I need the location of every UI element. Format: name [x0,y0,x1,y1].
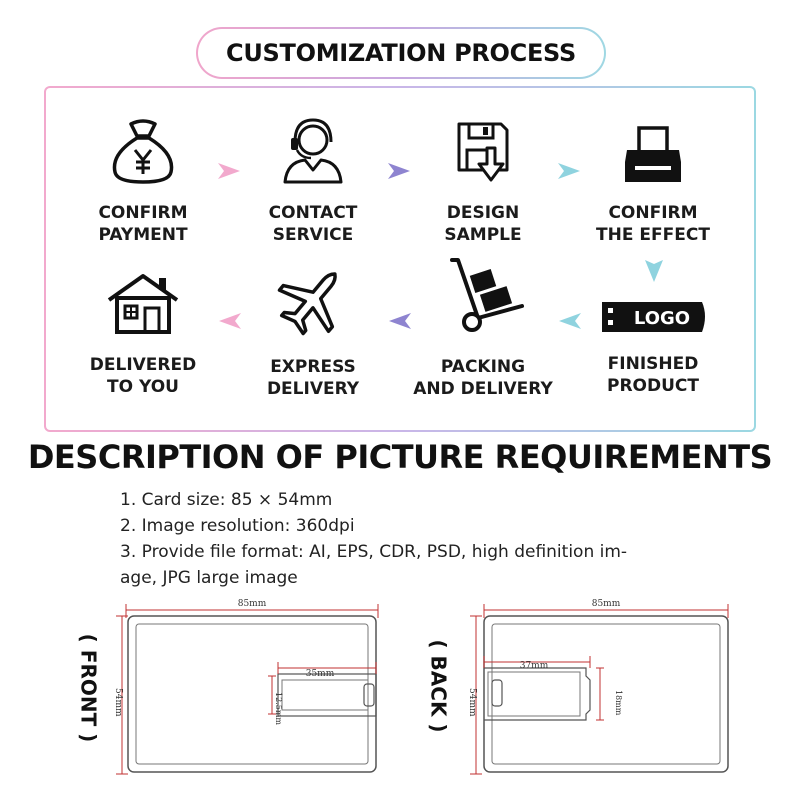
page-title: CUSTOMIZATION PROCESS [226,39,576,67]
arrow-right-icon [388,163,410,179]
requirement-item: 1. Card size: 85 × 54mm [120,490,333,510]
money-bag-yen-icon [112,119,174,184]
printer-icon [625,126,681,182]
step-label-line1: DESIGN [446,203,520,223]
hand-truck-icon [450,258,524,332]
description-title: DESCRIPTION OF PICTURE REQUIREMENTS [27,438,773,476]
step-label-line2: SAMPLE [444,225,522,245]
logo-text: LOGO [634,308,690,329]
arrow-left-icon [559,313,581,329]
front-width-label: 85mm [238,599,267,609]
back-height-label: 54mm [467,688,477,717]
customer-service-headset-icon [283,118,343,184]
step-label-line2: DELIVERY [266,379,360,399]
arrow-down-icon [645,260,663,282]
arrow-right-icon [558,163,580,179]
title-pill: CUSTOMIZATION PROCESS [196,27,606,79]
front-slot-width-label: 35mm [306,669,335,679]
airplane-icon [277,272,337,336]
step-label-line1: EXPRESS [270,357,356,377]
step-label-line2: AND DELIVERY [413,379,553,399]
back-slot-height-label: 18mm [614,690,623,716]
step-label-line2: PAYMENT [98,225,188,245]
house-icon [107,274,179,334]
front-slot-height-label: 12.5mm [274,692,283,725]
back-slot-width-label: 37mm [520,661,549,671]
step-label-line2: THE EFFECT [596,225,710,245]
requirement-item: age, JPG large image [120,568,298,588]
floppy-download-icon [457,122,509,182]
back-label: ( BACK ) [426,639,451,733]
arrow-left-icon [389,313,411,329]
step-label-line2: SERVICE [272,225,354,245]
step-label-line1: DELIVERED [89,355,197,375]
front-card-diagram: 85mm 54mm 35mm 12.5mm [113,599,379,775]
arrow-left-icon [219,313,241,329]
front-height-label: 54mm [113,688,123,717]
back-width-label: 85mm [592,599,621,609]
step-label-line2: PRODUCT [607,376,699,396]
front-label: ( FRONT ) [76,633,101,743]
step-label-line1: PACKING [440,357,526,377]
step-label-line1: CONTACT [268,203,358,223]
requirement-item: 2. Image resolution: 360dpi [120,516,355,536]
step-label-line1: CONFIRM [608,203,698,223]
requirement-item: 3. Provide file format: AI, EPS, CDR, PS… [120,542,628,562]
usb-logo-icon: LOGO [602,302,705,332]
arrow-right-icon [218,163,240,179]
step-label-line1: FINISHED [607,354,699,374]
back-card-diagram: 85mm 54mm 37mm 18mm [467,599,729,775]
step-label-line1: CONFIRM [98,203,188,223]
step-label-line2: TO YOU [107,377,179,397]
